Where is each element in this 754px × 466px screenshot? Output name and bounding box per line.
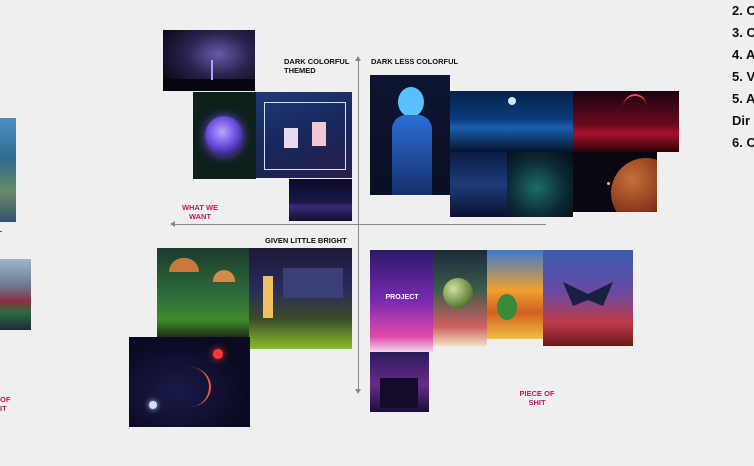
- side-list-item: 4. A: [732, 47, 754, 62]
- label-what-we-want: WHAT WE WANT: [181, 203, 219, 221]
- image-night-sky-storm[interactable]: [163, 30, 255, 91]
- image-teal-aurora[interactable]: [507, 152, 573, 217]
- image-purple-orb[interactable]: [193, 92, 256, 179]
- image-blue-moon-sea[interactable]: [450, 91, 573, 152]
- label-dark-less-colorful: DARK LESS COLORFUL: [371, 57, 459, 66]
- image-train-interior[interactable]: [249, 248, 352, 349]
- image-autumn-tree[interactable]: [487, 250, 543, 339]
- poster-title: PROJECT: [385, 294, 419, 301]
- label-given-little-bright: GIVEN LITTLE BRIGHT: [265, 236, 347, 245]
- axis-arrow-down-icon: [355, 389, 361, 394]
- horizontal-axis: [172, 224, 546, 225]
- image-winged-creature[interactable]: [543, 250, 633, 346]
- side-list-item: Dir: [732, 113, 751, 128]
- side-list-item: 5. V: [732, 69, 754, 84]
- image-blue-girl[interactable]: [370, 75, 450, 195]
- image-planets-collage[interactable]: [433, 250, 487, 346]
- label-piece-of-shit: PIECE OF SHIT: [519, 389, 555, 407]
- image-purple-field[interactable]: [289, 179, 352, 221]
- image-red-planet[interactable]: [573, 152, 657, 212]
- side-list-item: 6. C: [732, 135, 754, 150]
- side-list-item: 3. C: [732, 25, 754, 40]
- left-clipped-image-top: [0, 118, 16, 222]
- vertical-axis: [358, 60, 359, 392]
- image-night-orbs[interactable]: [129, 337, 250, 427]
- image-city-night[interactable]: [370, 352, 429, 412]
- image-mushroom-forest[interactable]: [157, 248, 249, 338]
- image-pixel-battle-screen[interactable]: [256, 92, 352, 178]
- left-clip-marker: [0, 231, 2, 232]
- side-list: 2. C 3. C 4. A 5. V 5. A Dir 6. C: [732, 0, 754, 154]
- axis-arrow-left-icon: [170, 221, 175, 227]
- image-project-poster[interactable]: PROJECT: [370, 250, 433, 352]
- side-list-item: 5. A: [732, 91, 754, 106]
- side-list-item: 2. C: [732, 3, 754, 18]
- image-blue-pillars[interactable]: [450, 152, 507, 217]
- left-clipped-image-bottom: [0, 259, 31, 330]
- image-red-eclipse[interactable]: [573, 91, 679, 152]
- label-dark-colorful-themed: DARK COLORFUL THEMED: [284, 57, 350, 75]
- axis-arrow-up-icon: [355, 56, 361, 61]
- left-clipped-label: OF IT: [0, 395, 11, 413]
